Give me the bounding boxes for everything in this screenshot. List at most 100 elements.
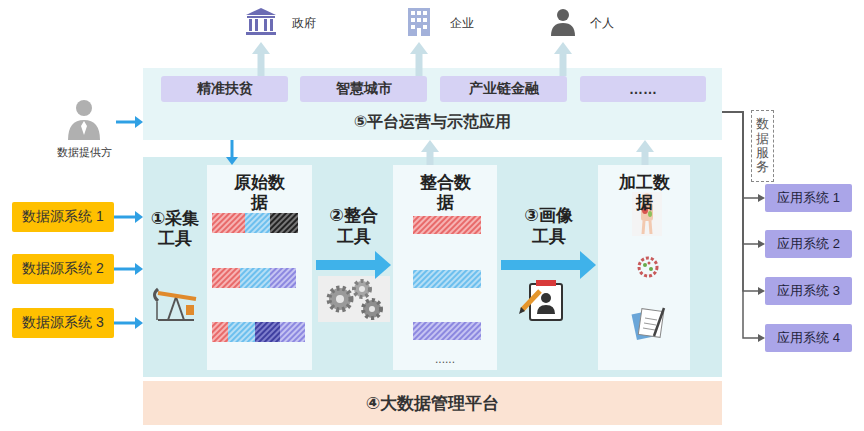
documents-picture: [643, 328, 655, 330]
node-text: 应用系统 3: [777, 282, 840, 300]
gear-icon: [359, 286, 365, 292]
flow-arrow: [636, 140, 654, 165]
node-text: 数据服务: [756, 117, 769, 174]
system-box: 应用系统 2: [765, 230, 852, 258]
node-text: ⑤平台运营与示范应用: [354, 112, 512, 133]
pump-jack-icon: [155, 289, 197, 320]
node-text: 智慧城市: [336, 80, 392, 98]
arrow-shaft: [114, 268, 136, 271]
enterprise-icon: [423, 25, 427, 29]
enterprise-icon: [411, 11, 415, 15]
arrow-shaft: [427, 151, 434, 165]
flow-arrow: [722, 112, 765, 342]
raw-data-stripes: [245, 213, 270, 233]
virus-picture: [649, 267, 653, 271]
portrait-icon: [541, 293, 551, 303]
merged-data-stripes: [413, 270, 481, 288]
arrow-shaft: [258, 53, 265, 76]
arrow-head: [135, 116, 143, 128]
raw-data-stripes: [270, 213, 298, 233]
flow-arrow: [116, 116, 143, 128]
arrow-head: [252, 42, 270, 54]
node-text: 精准扶贫: [197, 80, 253, 98]
documents-picture: [645, 318, 657, 320]
enterprise-icon: [411, 25, 415, 29]
provider-icon: [68, 120, 100, 140]
enterprise-icon: [417, 18, 421, 22]
application-box: 精准扶贫: [161, 76, 288, 102]
portrait-icon: [519, 307, 525, 314]
government-icon: [249, 19, 252, 31]
arrow-head: [135, 263, 143, 275]
arrow-shaft: [316, 260, 376, 270]
flow-arrow: [114, 211, 143, 223]
gear-icon: [318, 276, 390, 322]
node-text: ……: [629, 81, 657, 97]
anatomy-picture: [632, 192, 662, 236]
portrait-icon: [537, 305, 555, 314]
virus-picture: [643, 263, 647, 267]
application-box: 产业链金融: [440, 76, 567, 102]
gear-icon: [318, 276, 390, 322]
tool-label: ③画像工具: [520, 206, 576, 247]
node-text: 数据源系统 3: [22, 314, 104, 332]
flow-arrow: [252, 42, 270, 76]
arrow-shaft: [116, 121, 136, 124]
arrow-head: [636, 140, 654, 152]
pump-jack-icon: [158, 293, 196, 299]
arrow-shaft: [722, 112, 759, 198]
gear-icon: [363, 300, 381, 318]
raw-data-stripes: [280, 322, 305, 342]
system-box: 应用系统 1: [765, 184, 852, 212]
portrait-icon: [536, 280, 556, 286]
pump-jack-icon: [155, 289, 159, 301]
provider-icon: [68, 100, 100, 140]
raw-data-stripes: [212, 213, 305, 342]
raw-data-stripes: [228, 322, 255, 342]
enterprise-icon: [417, 11, 421, 15]
arrow-head: [421, 140, 439, 152]
node-text: 原始数据: [231, 173, 287, 214]
merged-data-stripes: [413, 216, 481, 234]
node-text: 应用系统 4: [777, 329, 840, 347]
flow-arrow: [410, 42, 428, 76]
node-text: ①采集工具: [147, 209, 203, 250]
node-text: 数据源系统 1: [22, 208, 104, 226]
arrow-shaft: [501, 260, 581, 270]
node-text: 应用系统 1: [777, 189, 840, 207]
enterprise-icon: [417, 28, 421, 36]
gear-icon: [354, 281, 370, 297]
person-icon: [551, 23, 575, 36]
arrow-shaft: [722, 112, 759, 291]
government-icon: [246, 8, 276, 35]
node-text: 整合数据: [417, 173, 473, 214]
enterprise-icon: [408, 8, 430, 36]
anatomy-picture: [650, 221, 651, 234]
arrow-head: [554, 42, 572, 54]
node-text: 产业链金融: [469, 80, 539, 98]
documents-picture: [644, 323, 656, 325]
government-icon: [255, 19, 258, 31]
tool-panel: ①采集工具原始数据整合数据......加工数据: [143, 157, 722, 377]
service-bracket: 数据服务: [751, 110, 774, 182]
virus-picture: [639, 258, 657, 276]
anatomy-picture: [632, 192, 662, 236]
flow-arrow: [554, 42, 572, 76]
enterprise-icon: [408, 8, 430, 36]
anatomy-picture: [642, 206, 648, 214]
merged-data-stripes: [413, 322, 481, 340]
enterprise-icon: [423, 11, 427, 15]
arrow-head: [226, 157, 238, 165]
node-text: 政府: [292, 15, 316, 32]
enterprise-icon: [423, 18, 427, 22]
arrow-shaft: [231, 140, 234, 158]
merged-data-stripes: [413, 216, 481, 340]
pump-jack-icon: [168, 297, 176, 320]
government-icon: [270, 19, 273, 31]
audience-node: 个人: [548, 4, 620, 42]
tool-label-box: ③画像工具: [520, 206, 576, 247]
government-icon: [246, 32, 276, 35]
system-box: 应用系统 4: [765, 324, 852, 352]
node-text: 应用系统 2: [777, 235, 840, 253]
